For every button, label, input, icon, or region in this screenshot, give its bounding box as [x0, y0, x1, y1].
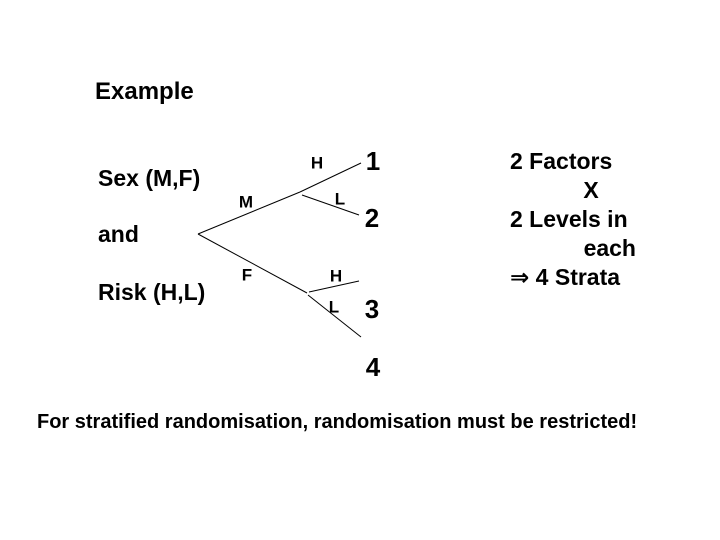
summary-strata-text: 4 Strata — [535, 264, 621, 290]
branch-label-f: F — [241, 265, 253, 285]
summary-line-factors: 2 Factors — [510, 148, 613, 174]
summary-line-times: X — [583, 177, 599, 203]
summary-line-strata: ⇒ 4 Strata — [510, 263, 636, 292]
branch-root-to-f — [197, 233, 308, 294]
factor-label-sex: Sex (M,F) — [98, 165, 201, 191]
branch-label-f-h: H — [329, 266, 343, 286]
factor-label-risk: Risk (H,L) — [98, 279, 206, 305]
summary-line-levels: 2 Levels in — [510, 206, 628, 232]
branch-label-m: M — [238, 192, 254, 212]
slide-title: Example — [95, 78, 194, 105]
footer-note: For stratified randomisation, randomisat… — [37, 411, 638, 433]
branch-label-m-l: L — [334, 189, 346, 209]
summary-line-each: each — [583, 235, 636, 261]
branch-label-m-h: H — [310, 153, 324, 173]
branch-m-to-h — [299, 162, 362, 193]
stratum-number-4: 4 — [365, 352, 381, 382]
implies-arrow-icon: ⇒ — [510, 264, 530, 290]
factor-label-and: and — [98, 221, 139, 247]
summary-block: 2 Factors X 2 Levels in each ⇒ 4 Strata — [510, 147, 636, 292]
stratum-number-2: 2 — [364, 203, 380, 233]
branch-m-to-l — [301, 194, 360, 216]
stratum-number-3: 3 — [364, 294, 380, 324]
branch-label-f-l: L — [328, 297, 340, 317]
stratum-number-1: 1 — [365, 146, 381, 176]
